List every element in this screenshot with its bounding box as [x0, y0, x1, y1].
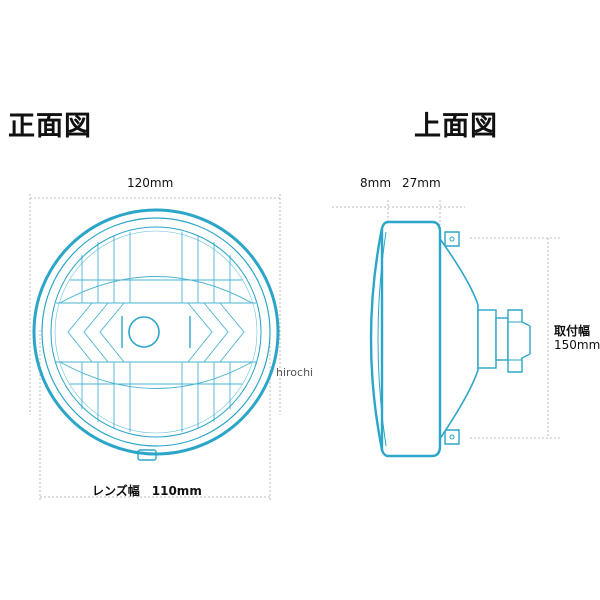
mount-width-label-1: 取付幅 [554, 324, 591, 338]
front-dimension-lines [29, 194, 281, 500]
mount-width-label-2: 150mm [554, 338, 600, 352]
front-width-label: 120mm [127, 176, 174, 190]
top-dimension-lines [332, 200, 560, 439]
headlight-front-view [32, 208, 280, 461]
lens-width-label: レンズ幅 110mm [92, 484, 202, 498]
headlight-top-view [369, 220, 531, 458]
dim-a-label: 8mm [360, 176, 392, 190]
front-view-title: 正面図 [8, 111, 92, 142]
watermark: hirochi [276, 366, 314, 379]
dim-b-label: 27mm [402, 176, 441, 190]
top-view-title: 上面図 [414, 111, 498, 142]
